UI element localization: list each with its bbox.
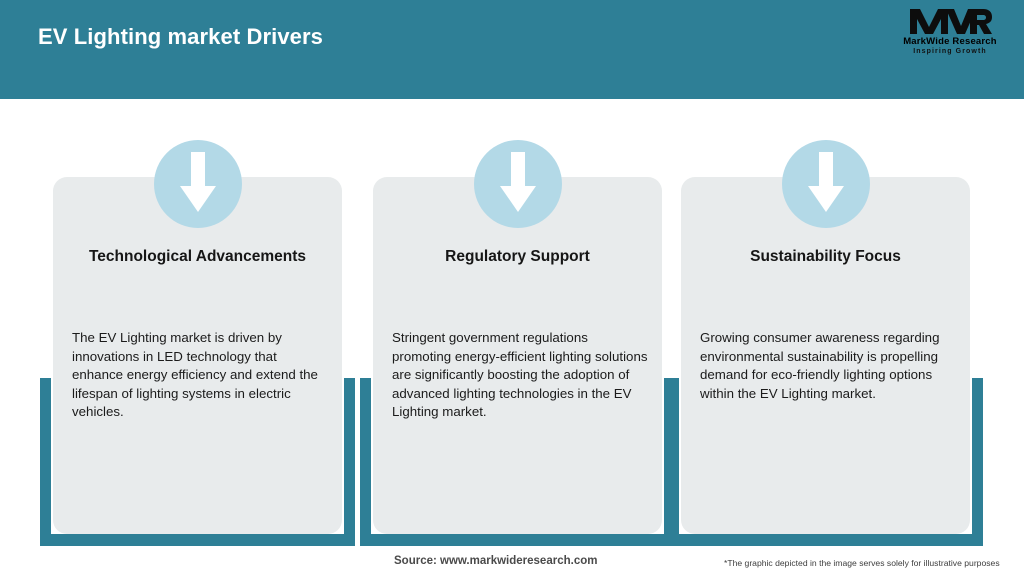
card-frame-accent-3: [668, 378, 983, 546]
card-panel-2: Regulatory Support Stringent government …: [373, 177, 662, 534]
driver-card-3: Sustainability Focus Growing consumer aw…: [668, 140, 983, 586]
card-title-3: Sustainability Focus: [750, 248, 901, 265]
down-arrow-icon-2: [473, 140, 562, 228]
card-title-2: Regulatory Support: [445, 248, 590, 265]
frame-left-bar: [40, 378, 51, 546]
page-title: EV Lighting market Drivers: [38, 24, 324, 49]
card-panel-3: Sustainability Focus Growing consumer aw…: [681, 177, 970, 534]
logo-tagline: Inspiring Growth: [913, 48, 987, 55]
drivers-card-row: Technological Advancements The EV Lighti…: [0, 99, 1024, 576]
footer-disclaimer: *The graphic depicted in the image serve…: [724, 558, 1000, 568]
frame-bottom-bar: [40, 534, 355, 546]
frame-left-bar: [360, 378, 371, 546]
frame-left-bar: [668, 378, 679, 546]
card-body-1: The EV Lighting market is driven by inno…: [72, 330, 318, 419]
card-frame-accent-1: [40, 378, 355, 546]
down-arrow-icon-1: [153, 140, 242, 228]
down-arrow-icon-3: [781, 140, 870, 228]
footer-source-link[interactable]: Source: www.markwideresearch.com: [394, 555, 598, 567]
frame-bottom-bar: [668, 534, 983, 546]
card-body-3: Growing consumer awareness regarding env…: [700, 330, 940, 401]
frame-right-bar: [972, 378, 983, 546]
logo-company-name: MarkWide Research: [903, 36, 997, 47]
card-body-2: Stringent government regulations promoti…: [392, 330, 648, 419]
card-title-1: Technological Advancements: [88, 248, 307, 265]
page-header: EV Lighting market Drivers MarkWide Rese…: [0, 0, 1024, 99]
driver-card-2: Regulatory Support Stringent government …: [360, 140, 675, 586]
card-panel-1: Technological Advancements The EV Lighti…: [53, 177, 342, 534]
frame-bottom-bar: [360, 534, 675, 546]
frame-right-bar: [344, 378, 355, 546]
brand-logo: MarkWide Research Inspiring Growth: [890, 6, 1010, 62]
driver-card-1: Technological Advancements The EV Lighti…: [40, 140, 355, 586]
mwr-monogram-icon: [890, 6, 1010, 36]
